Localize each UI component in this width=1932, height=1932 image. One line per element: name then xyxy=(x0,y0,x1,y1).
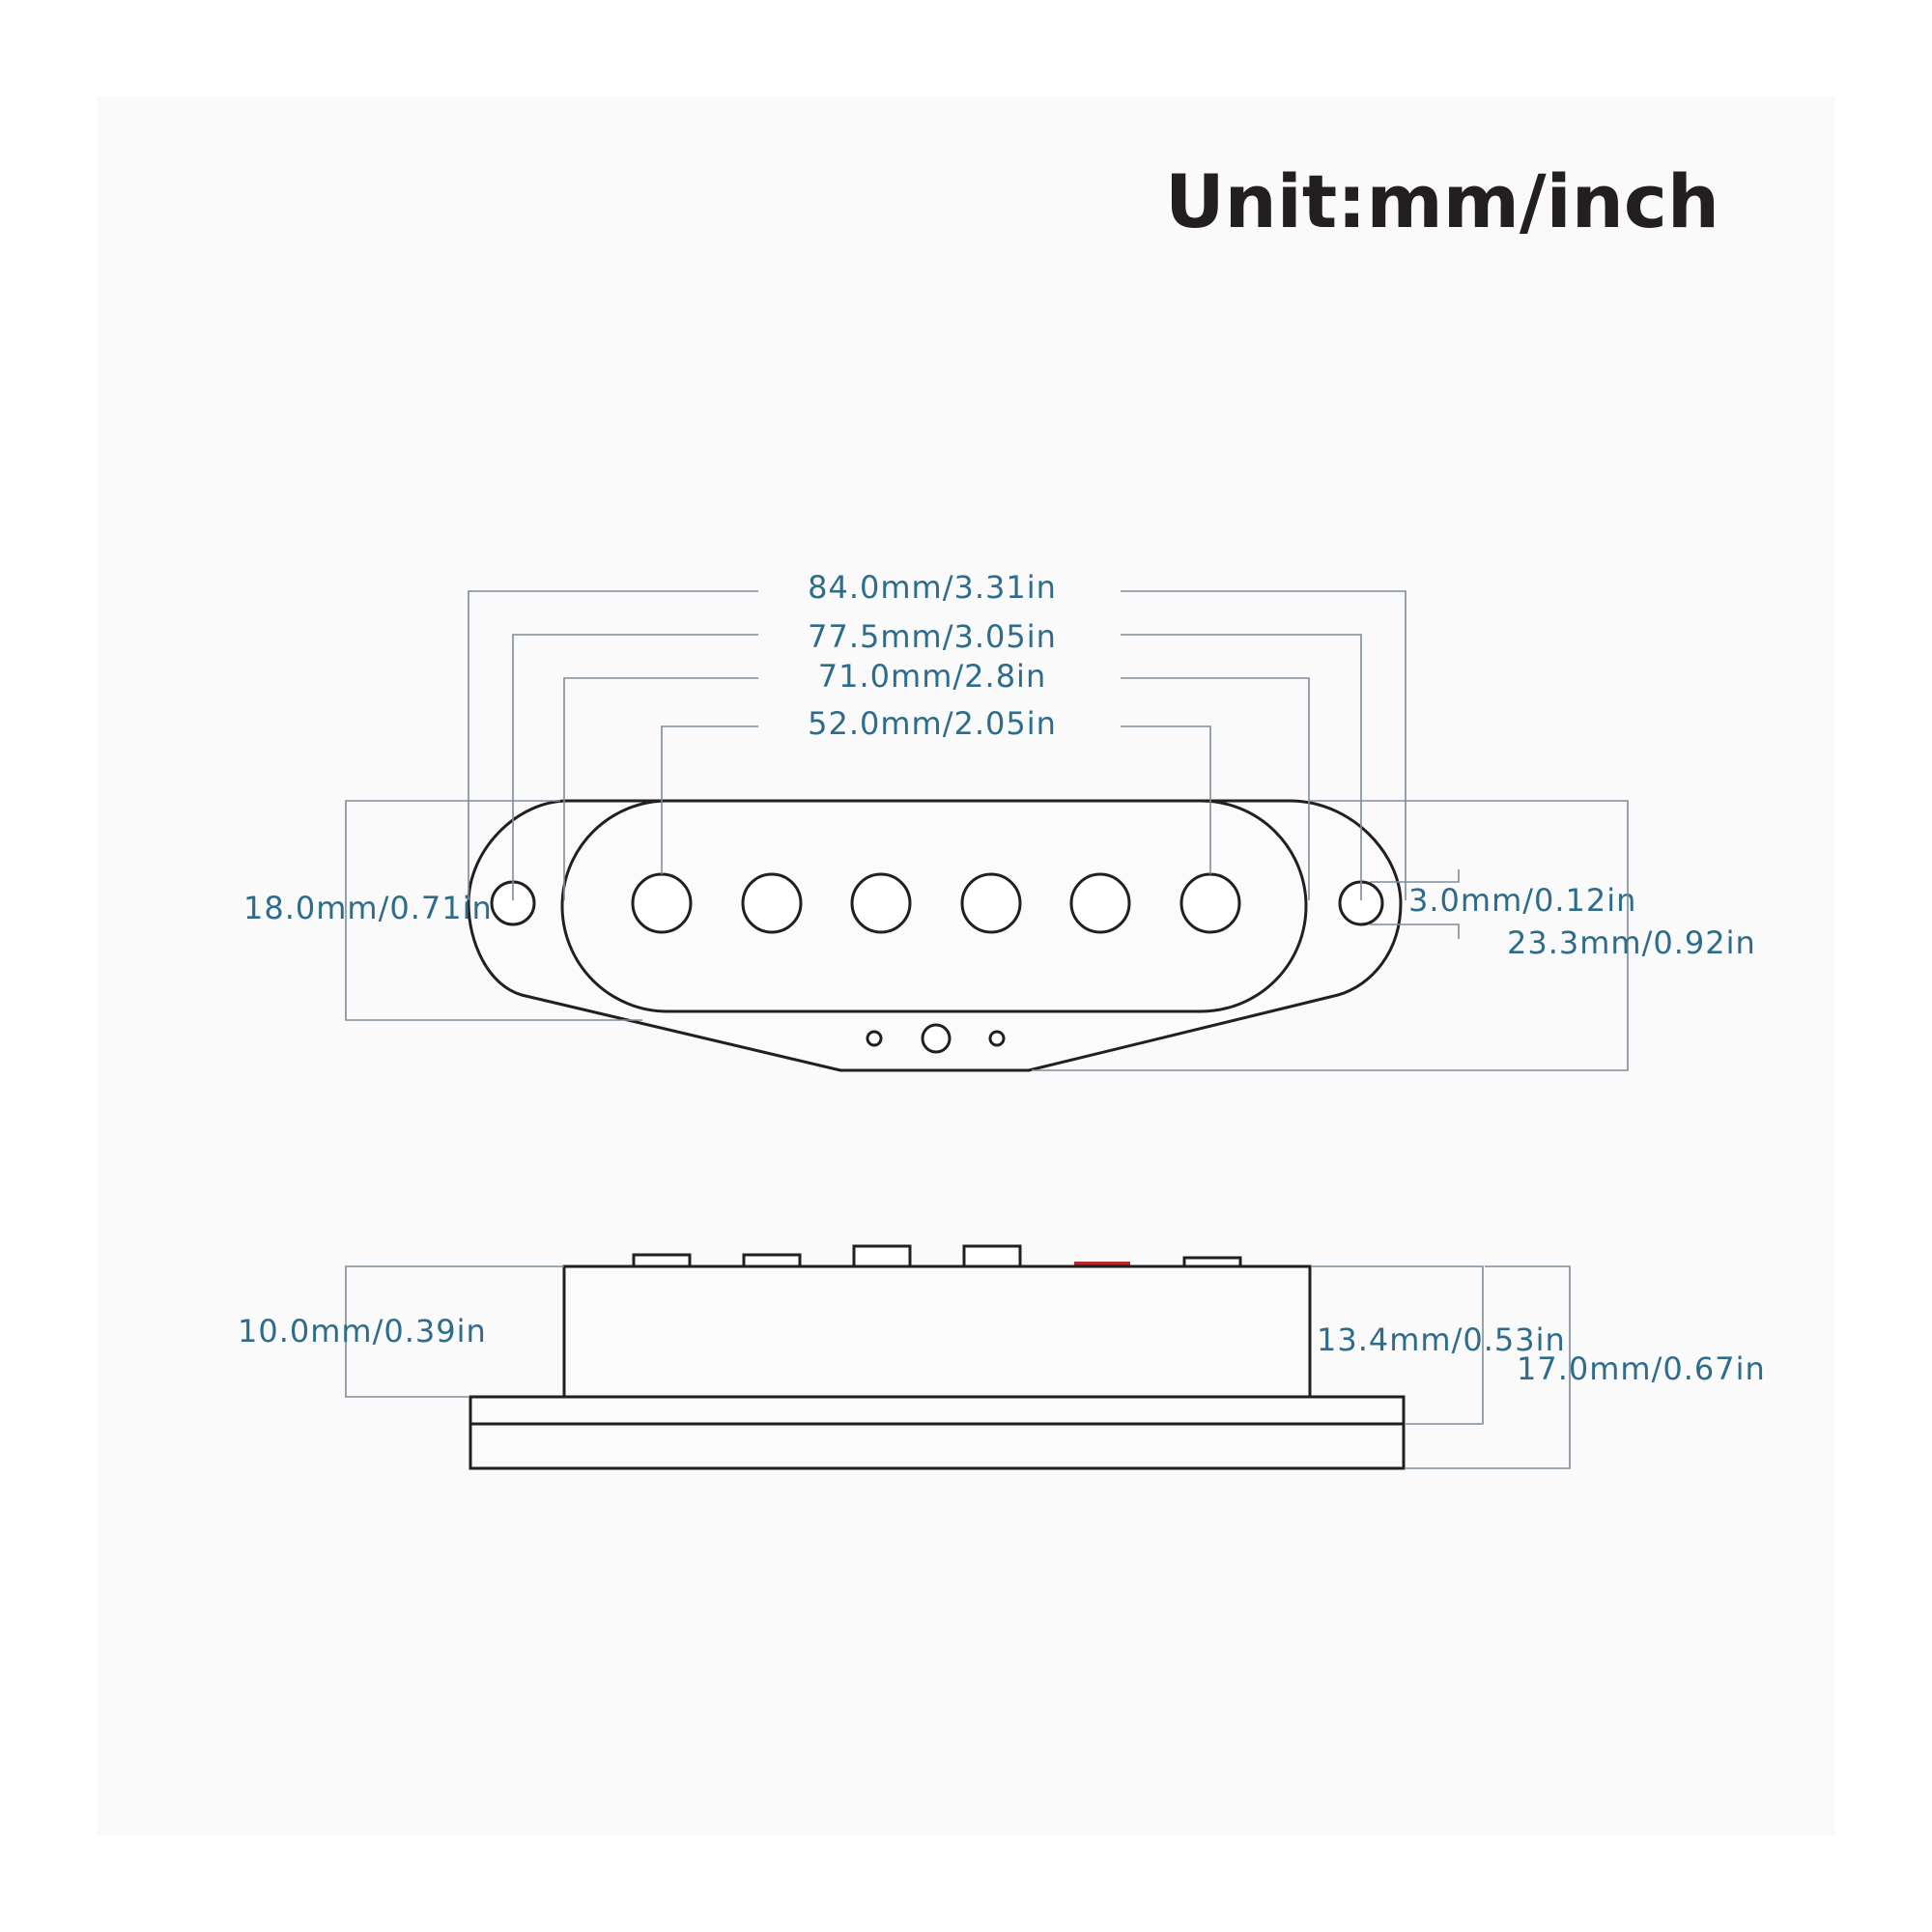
side-view: 10.0mm/0.39in 13.4mm/0.53in 17.0mm/0.67i… xyxy=(238,1244,1766,1470)
dim-overall-length: 84.0mm/3.31in xyxy=(468,569,1406,900)
dim-overall-height-label: 17.0mm/0.67in xyxy=(1517,1350,1766,1387)
dim-mount-hole-spacing-label: 77.5mm/3.05in xyxy=(808,618,1057,655)
dim-mount-hole-spacing: 77.5mm/3.05in xyxy=(512,618,1362,900)
wire-hole xyxy=(866,1030,883,1047)
dim-height-to-base-label: 13.4mm/0.53in xyxy=(1317,1321,1566,1358)
pole-piece xyxy=(850,872,912,934)
wire-hole xyxy=(988,1030,1006,1047)
dim-overall-length-label: 84.0mm/3.31in xyxy=(808,569,1057,606)
top-view: 84.0mm/3.31in 77.5mm/3.05in 71.0mm/2.8in… xyxy=(243,569,1756,1072)
wire-hole xyxy=(921,1023,952,1054)
dim-overall-width: 23.3mm/0.92in xyxy=(1032,800,1756,1071)
pickup-cover xyxy=(560,799,1308,1013)
dim-cover-width: 18.0mm/0.71in xyxy=(243,800,642,1021)
dim-overall-height: 17.0mm/0.67in xyxy=(1406,1265,1766,1469)
pole-piece xyxy=(631,872,693,934)
dim-mount-hole-diameter-label: 3.0mm/0.12in xyxy=(1408,882,1636,919)
dim-cover-height-label: 10.0mm/0.39in xyxy=(238,1313,487,1350)
pole-piece xyxy=(1179,872,1241,934)
base-plate-bottom xyxy=(469,1422,1406,1470)
unit-title: Unit:mm/inch xyxy=(1165,158,1719,244)
dim-cover-width-label: 18.0mm/0.71in xyxy=(243,890,493,926)
pole-top xyxy=(632,1253,692,1268)
pole-piece xyxy=(741,872,803,934)
pole-top xyxy=(852,1244,912,1268)
cover-side xyxy=(562,1264,1312,1399)
dim-height-to-base: 13.4mm/0.53in xyxy=(1312,1265,1566,1425)
dim-pole-spacing-label: 52.0mm/2.05in xyxy=(808,705,1057,742)
dim-cover-height: 10.0mm/0.39in xyxy=(238,1265,564,1398)
dim-mount-hole-diameter: 3.0mm/0.12in xyxy=(1370,869,1636,939)
dim-pole-spacing: 52.0mm/2.05in xyxy=(661,705,1211,874)
dim-cover-length-label: 71.0mm/2.8in xyxy=(818,658,1046,695)
pole-top xyxy=(962,1244,1022,1268)
pole-top xyxy=(742,1253,802,1268)
base-plate-top xyxy=(469,1395,1406,1426)
dim-cover-length: 71.0mm/2.8in xyxy=(563,658,1310,900)
pole-piece xyxy=(960,872,1022,934)
dim-overall-width-label: 23.3mm/0.92in xyxy=(1507,924,1756,961)
pole-piece xyxy=(1069,872,1131,934)
pole-top-accent xyxy=(1074,1262,1130,1266)
